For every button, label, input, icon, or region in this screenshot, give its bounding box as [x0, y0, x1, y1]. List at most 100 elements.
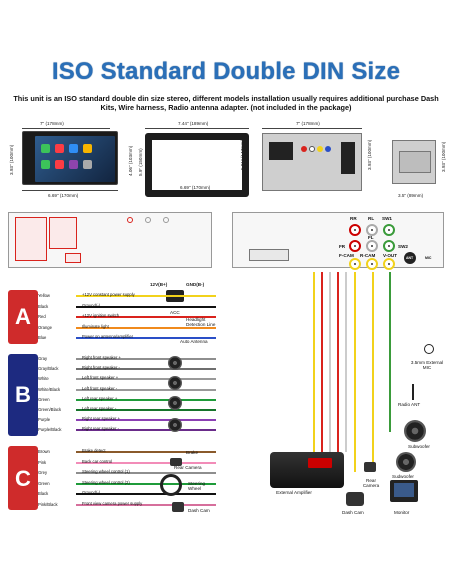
dash-cam-icon-c [172, 502, 184, 512]
wire-line [76, 419, 216, 422]
dash-frame [145, 133, 249, 197]
app-audiobook-icon [69, 160, 78, 169]
wire-color-name: Grey [38, 470, 48, 476]
wire-description: Steering wheel control (1) [82, 469, 130, 475]
app-podcast-icon [83, 144, 92, 153]
dash-cam-icon-r [346, 492, 364, 506]
wire-row: Red +12V ignition switch [0, 313, 230, 321]
wire-color-name: Brown [38, 449, 50, 454]
wire-color-name: Green [38, 480, 50, 486]
front-bottom-label: 6.69" (170mm) [48, 193, 79, 198]
wire-line [76, 409, 216, 411]
rca-sw2-jack [383, 240, 395, 252]
wire-description: Back car control [82, 458, 113, 464]
rear-camera-label-r: Rear Camera [362, 478, 380, 488]
wire-line [76, 295, 216, 297]
wire-color-name: Blue [38, 335, 47, 340]
wire-v-3 [329, 272, 331, 452]
speaker-left-front-icon [168, 376, 182, 390]
iso-connector-c [65, 253, 81, 263]
panel-left-rca-sw1 [163, 217, 169, 223]
subwoofer-2-icon [396, 452, 416, 472]
group-c-box: C [8, 446, 38, 510]
back-width-arrow [262, 128, 362, 129]
head-unit-side [392, 140, 436, 184]
wire-description: Brake detect [82, 448, 106, 453]
wire-description: Steering wheel control (2) [82, 479, 130, 485]
wire-description: +12V ignition switch [82, 313, 120, 318]
wire-description: Right front speaker - [82, 365, 120, 371]
wire-description: Left rear speaker - [82, 406, 117, 411]
auto-antenna-label: Auto Antenna [180, 339, 208, 344]
group-a-box: A [8, 290, 38, 344]
wire-row: Gray/Black Right front speaker - [0, 365, 230, 373]
panel-left-rca-rl [145, 217, 151, 223]
wire-line [76, 451, 216, 453]
page-title: ISO Standard Double DIN Size [51, 58, 401, 85]
rca-fcam-jack [349, 258, 361, 270]
rca-label-sw2: SW2 [398, 244, 408, 249]
rca-sw1-jack [383, 224, 395, 236]
back-height-label: 3.93" (100mm) [367, 139, 372, 170]
app-music-icon [55, 144, 64, 153]
amplifier-label: External Amplifier [276, 490, 312, 495]
wire-v-8 [389, 272, 391, 432]
dash-cam-label-r: Dash Cam [342, 510, 364, 515]
wire-description: Left front speaker - [82, 385, 118, 391]
wire-color-name: Green/Black [38, 407, 62, 412]
wire-color-name: White [38, 376, 49, 382]
wire-v-2 [321, 272, 323, 452]
rca-label-rr: RR [350, 216, 357, 221]
right-panel-connector [249, 249, 289, 261]
frame-inner-width-label: 6.69" (170mm) [180, 185, 211, 190]
wire-line [76, 358, 216, 360]
ant-jack [404, 252, 416, 264]
front-width-label: 7" (178mm) [40, 121, 64, 126]
front-height-label: 3.93" (100mm) [9, 144, 14, 175]
monitor-label: Monitor [394, 510, 410, 515]
monitor-screen [394, 483, 414, 497]
wire-color-name: Red [38, 314, 46, 319]
external-mic-label: 3.5mm External MIC [410, 360, 444, 370]
group-b-box: B [8, 354, 38, 436]
amplifier-terminals [308, 458, 332, 468]
wire-description: Right front speaker + [82, 355, 121, 360]
mic-label: MIC [425, 256, 432, 260]
rca-label-fcam: F-CAM [339, 253, 354, 258]
rca-fr-jack [349, 240, 361, 252]
wire-row: Brown Brake detect [0, 448, 230, 456]
group-b-letter: B [15, 382, 31, 407]
acc-label: ACC [170, 310, 180, 315]
wire-color-name: Gray/Black [38, 366, 59, 372]
radio-ant-icon [412, 384, 414, 400]
rear-camera-label-c: Rear Camera [174, 465, 202, 470]
rca-vout-jack [383, 258, 395, 270]
wire-color-name: Purple [38, 417, 51, 423]
rca-rl-jack [366, 224, 378, 236]
front-bottom-arrow [22, 190, 118, 191]
frame-height-outer-label: 4.06" (103mm) [128, 145, 133, 176]
wire-v-4 [337, 272, 339, 452]
frame-width-arrow [145, 128, 249, 129]
frame-inner-height-label: 5.81" (147mm) [240, 139, 245, 170]
app-messages-icon [41, 160, 50, 169]
group-a-letter: A [15, 304, 31, 329]
wire-color-name: Green [38, 396, 50, 402]
app-news-icon [55, 160, 64, 169]
wire-v-7 [372, 272, 374, 472]
wire-row: Yellow+12V constant power supply [0, 292, 230, 300]
rca-white-back [309, 146, 315, 152]
wire-line [76, 368, 216, 371]
speaker-left-rear-icon [168, 396, 182, 410]
wire-line [76, 504, 216, 506]
wire-line [76, 388, 216, 391]
wire-row: Grey Steering wheel control (1) [0, 469, 230, 477]
